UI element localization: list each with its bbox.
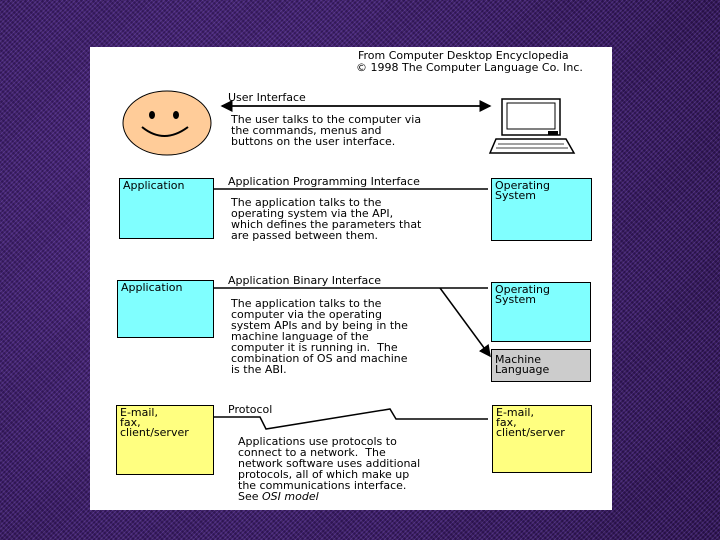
see-prefix: See <box>238 490 263 503</box>
abi-description: The application talks to the computer vi… <box>231 297 408 376</box>
abi-diagonal-arrow <box>439 287 491 358</box>
citation-line-2: © 1998 The Computer Language Co. Inc. <box>356 61 583 74</box>
user-interface-description: The user talks to the computer via the c… <box>231 113 422 148</box>
protocol-right-email-box: E-mail, fax, client/server <box>492 405 592 473</box>
abi-application-box: Application <box>117 280 214 338</box>
diagram-slide: From Computer Desktop Encyclopedia © 199… <box>90 47 612 510</box>
abi-operating-system-box: Operating System <box>491 282 591 342</box>
computer-terminal-icon <box>488 98 576 154</box>
protocol-left-email-box: E-mail, fax, client/server <box>116 405 214 475</box>
abi-title: Application Binary Interface <box>228 274 382 287</box>
protocol-title: Protocol <box>228 403 273 416</box>
citation-line-1: From Computer Desktop Encyclopedia <box>358 49 569 62</box>
connector-lines <box>212 100 492 430</box>
api-description: The application talks to the operating s… <box>231 196 422 242</box>
protocol-see-also: See OSI model <box>238 491 319 502</box>
osi-model-link[interactable]: OSI model <box>262 490 319 503</box>
protocol-description: Applications use protocols to connect to… <box>238 435 421 492</box>
user-interface-title: User Interface <box>228 91 306 104</box>
smiley-face-icon <box>122 90 212 156</box>
api-operating-system-box: Operating System <box>491 178 592 241</box>
abi-machine-language-box: Machine Language <box>491 349 591 382</box>
api-application-box: Application <box>119 178 214 239</box>
api-title: Application Programming Interface <box>228 175 420 188</box>
protocol-zigzag-line <box>214 408 488 430</box>
